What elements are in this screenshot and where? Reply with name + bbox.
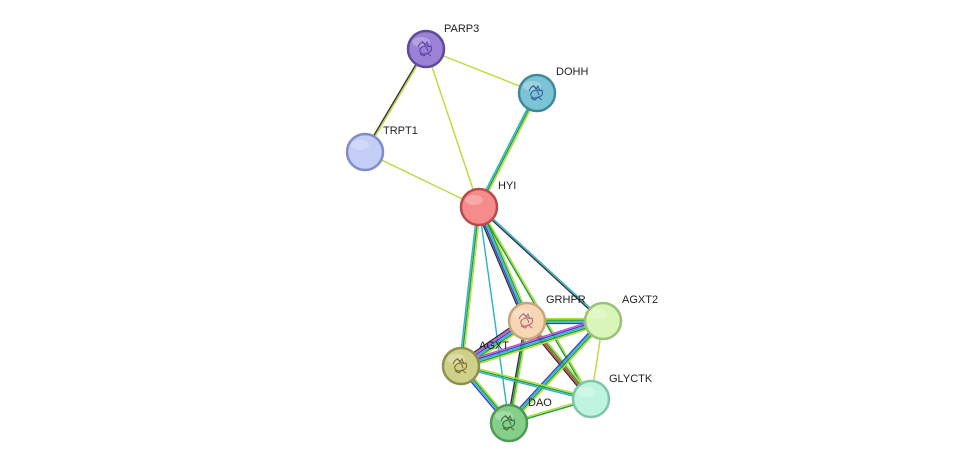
edge-evidence-line: [425, 48, 480, 208]
edge-evidence-line: [478, 205, 593, 400]
edge-evidence-line: [506, 318, 602, 423]
node-dao[interactable]: DAO: [489, 397, 552, 443]
edge-evidence-line: [363, 47, 427, 153]
edge-trpt1-hyi[interactable]: [364, 151, 480, 208]
edge-evidence-line: [364, 48, 428, 154]
node-grhpr[interactable]: GRHPR: [507, 294, 586, 341]
edge-evidence-line: [460, 365, 592, 400]
node-circle: [459, 187, 499, 227]
edge-evidence-line: [461, 323, 605, 370]
node-highlight: [577, 387, 595, 397]
edge-hyi-agxt[interactable]: [458, 206, 482, 367]
edge-agxt2-dao[interactable]: [506, 318, 606, 426]
edge-evidence-line: [476, 206, 527, 323]
edge-evidence-line: [459, 318, 604, 366]
edge-evidence-line: [460, 321, 605, 369]
edge-parp3-trpt1[interactable]: [363, 47, 428, 154]
node-label-agxt2: AGXT2: [622, 294, 658, 306]
node-circle: [517, 73, 557, 113]
node-label-agxt: AGXT: [479, 340, 509, 352]
node-hyi[interactable]: HYI: [459, 180, 516, 227]
edge-evidence-line: [508, 320, 605, 425]
edge-evidence-line: [475, 207, 525, 323]
edge-evidence-line: [477, 206, 604, 323]
edge-evidence-line: [478, 205, 605, 322]
node-circle: [345, 132, 385, 172]
edge-evidence-line: [459, 366, 592, 402]
edge-parp3-dohh[interactable]: [425, 48, 538, 94]
node-circle: [441, 346, 481, 386]
protein-structure-icon: [452, 357, 468, 374]
edge-hyi-agxt2[interactable]: [477, 205, 605, 323]
node-label-hyi: HYI: [498, 180, 516, 192]
edge-evidence-line: [425, 48, 538, 94]
protein-structure-icon: [417, 40, 433, 57]
edge-evidence-line: [478, 92, 538, 208]
edge-evidence-line: [460, 206, 480, 367]
edge-evidence-line: [458, 206, 479, 367]
protein-structure-icon: [518, 312, 534, 329]
edge-evidence-line: [460, 320, 604, 367]
edge-evidence-line: [460, 363, 593, 399]
edge-evidence-line: [510, 321, 606, 426]
protein-structure-icon: [500, 414, 516, 431]
node-circle: [583, 301, 623, 341]
node-label-grhpr: GRHPR: [546, 294, 586, 306]
node-parp3[interactable]: PARP3: [406, 23, 479, 69]
node-label-dohh: DOHH: [556, 66, 588, 78]
node-label-dao: DAO: [528, 397, 552, 409]
node-label-glyctk: GLYCTK: [609, 373, 653, 385]
edge-evidence-line: [478, 206, 510, 424]
edge-evidence-line: [476, 91, 537, 207]
edge-evidence-line: [479, 93, 540, 209]
edge-evidence-line: [364, 151, 480, 208]
node-highlight: [351, 140, 369, 150]
node-label-trpt1: TRPT1: [383, 125, 418, 137]
node-highlight: [589, 309, 607, 319]
edge-evidence-line: [507, 319, 604, 424]
node-circle: [571, 379, 611, 419]
protein-structure-icon: [528, 84, 544, 101]
edges-layer: [363, 47, 606, 426]
node-glyctk[interactable]: GLYCTK: [571, 373, 653, 419]
edge-evidence-line: [459, 317, 603, 364]
edge-hyi-grhpr[interactable]: [475, 205, 531, 323]
node-agxt2[interactable]: AGXT2: [583, 294, 658, 341]
node-trpt1[interactable]: TRPT1: [345, 125, 418, 172]
edge-evidence-line: [461, 206, 482, 367]
node-highlight: [465, 195, 483, 205]
node-dohh[interactable]: DOHH: [517, 66, 588, 113]
edge-evidence-line: [478, 206, 528, 322]
edge-hyi-dao[interactable]: [478, 206, 510, 424]
node-label-parp3: PARP3: [444, 23, 479, 35]
edge-dohh-hyi[interactable]: [476, 91, 540, 209]
edge-parp3-hyi[interactable]: [425, 48, 480, 208]
node-agxt[interactable]: AGXT: [441, 340, 509, 386]
node-circle: [406, 29, 446, 69]
edge-agxt-glyctk[interactable]: [459, 363, 593, 402]
node-circle: [507, 301, 547, 341]
node-circle: [489, 403, 529, 443]
edge-agxt2-agxt[interactable]: [459, 317, 605, 370]
